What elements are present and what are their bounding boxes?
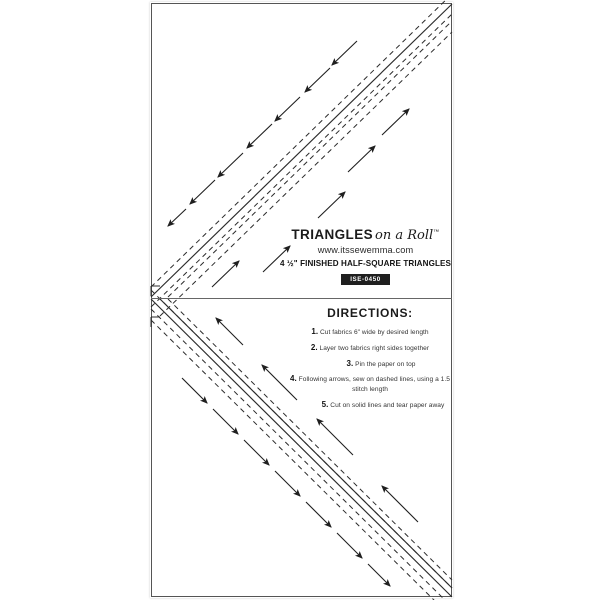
sku-badge: ISE-0450 xyxy=(341,274,390,285)
direction-step-1: 1. Cut fabrics 6" wide by desired length xyxy=(285,326,455,338)
direction-step-4: 4. Following arrows, sew on dashed lines… xyxy=(285,373,455,394)
step-text-3: Pin the paper on top xyxy=(355,360,416,368)
step-text-1: Cut fabrics 6" wide by desired length xyxy=(320,329,429,336)
brand-subtitle: 4 ½" FINISHED HALF-SQUARE TRIANGLES xyxy=(279,259,452,268)
step-number-3: 3. xyxy=(346,358,354,368)
step-number-2: 2. xyxy=(310,342,318,352)
upper-panel-arrows xyxy=(167,40,410,288)
step-text-5: Cut on solid lines and tear paper away xyxy=(330,401,445,409)
directions-title: DIRECTIONS: xyxy=(327,306,413,320)
step-number-5: 5. xyxy=(321,399,329,409)
step-text-4: Following arrows, sew on dashed lines, u… xyxy=(298,376,450,393)
directions-block: DIRECTIONS: 1. Cut fabrics 6" wide by de… xyxy=(285,306,455,414)
direction-step-2: 2. Layer two fabrics right sides togethe… xyxy=(285,342,455,354)
lower-panel-lines xyxy=(150,289,453,600)
lower-panel-arrows xyxy=(181,317,419,587)
brand-website: www.itssewemma.com xyxy=(317,245,414,255)
panel-divider xyxy=(151,298,452,299)
brand-script: on a Roll xyxy=(375,228,434,243)
step-text-2: Layer two fabrics right sides together xyxy=(319,344,430,352)
step-number-1: 1. xyxy=(311,327,319,336)
direction-step-5: 5. Cut on solid lines and tear paper awa… xyxy=(285,399,455,411)
direction-step-3: 3. Pin the paper on top xyxy=(285,358,455,370)
trademark-symbol: ™ xyxy=(433,229,440,236)
step-number-4: 4. xyxy=(290,374,297,384)
pattern-sheet-frame xyxy=(151,3,452,597)
brand-name: TRIANGLES xyxy=(291,227,374,242)
upper-panel-lines xyxy=(150,0,453,317)
